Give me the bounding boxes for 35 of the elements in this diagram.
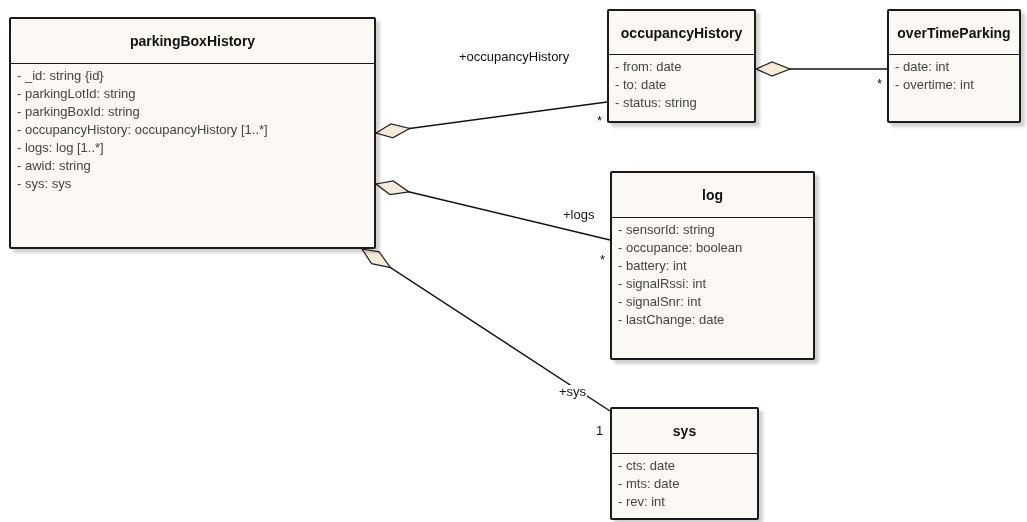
attribute: - battery: int [618, 257, 688, 275]
class-name: log [612, 173, 813, 218]
attribute: - from: date [615, 58, 683, 76]
association-line [375, 101, 608, 139]
attribute: - rev: int [618, 493, 666, 511]
multiplicity: 1 [595, 424, 605, 438]
attribute: - awid: string [17, 157, 92, 175]
attribute: - logs: log [1..*] [17, 139, 105, 157]
class-name: sys [612, 409, 757, 454]
attribute: - status: string [615, 94, 698, 112]
class-name: occupancyHistory [609, 11, 754, 55]
attribute: - _id: string {id} [17, 67, 105, 85]
association-line [361, 248, 611, 412]
role-name: +occupancyHistory [458, 50, 571, 64]
role-name: +logs [562, 208, 596, 222]
class-name: overTimeParking [889, 11, 1019, 55]
attribute: - parkingLotId: string [17, 85, 137, 103]
association-line [755, 61, 888, 77]
attribute: - mts: date [618, 475, 681, 493]
attribute: - parkingBoxId: string [17, 103, 141, 121]
attribute: - sys: sys [17, 175, 73, 193]
attribute: - to: date [615, 76, 668, 94]
role-name: +sys [558, 385, 588, 399]
attribute: - signalSnr: int [618, 293, 703, 311]
attribute: - sensorId: string [618, 221, 716, 239]
association-line [375, 180, 611, 241]
class-name: parkingBoxHistory [11, 19, 374, 64]
attribute: - date: int [895, 58, 951, 76]
attribute: - occupance: boolean [618, 239, 744, 257]
attribute: - lastChange: date [618, 311, 726, 329]
attribute: - occupancyHistory: occupancyHistory [1..*] [17, 121, 269, 139]
attribute: - overtime: int [895, 76, 975, 94]
class-box [9, 17, 376, 249]
attribute: - signalRssi: int [618, 275, 708, 293]
attribute: - cts: date [618, 457, 677, 475]
